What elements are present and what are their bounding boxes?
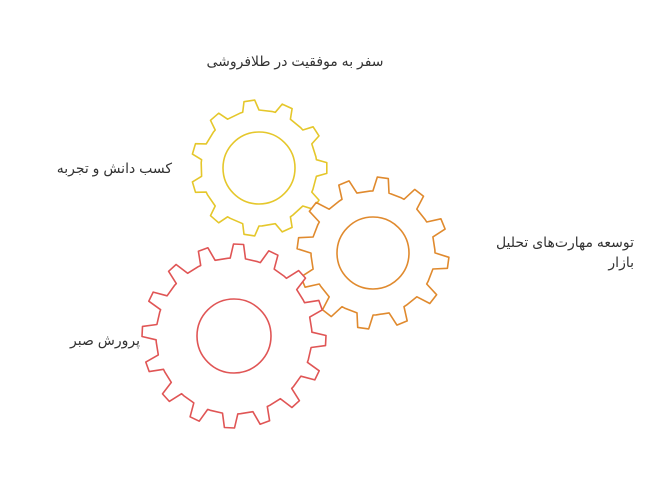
- gear-patience-hub: [196, 298, 272, 374]
- gear-market-analysis-outline: [296, 176, 450, 330]
- gear-label-market-analysis: توسعه مهارت‌های تحلیل بازار: [495, 234, 634, 270]
- gear-knowledge-outline: [191, 99, 328, 237]
- gear-patience-outline: [141, 243, 327, 429]
- gear-label-knowledge: کسب دانش و تجربه: [56, 160, 172, 176]
- diagram-title: سفر به موفقیت در طلافروشی: [206, 53, 384, 69]
- gear-market-analysis: [296, 176, 450, 330]
- gear-patience: [141, 243, 327, 429]
- gear-knowledge-hub: [222, 131, 296, 205]
- gear-knowledge: [191, 99, 328, 237]
- gear-market-analysis-hub: [336, 216, 410, 290]
- gear-label-patience: پرورش صبر: [70, 332, 140, 348]
